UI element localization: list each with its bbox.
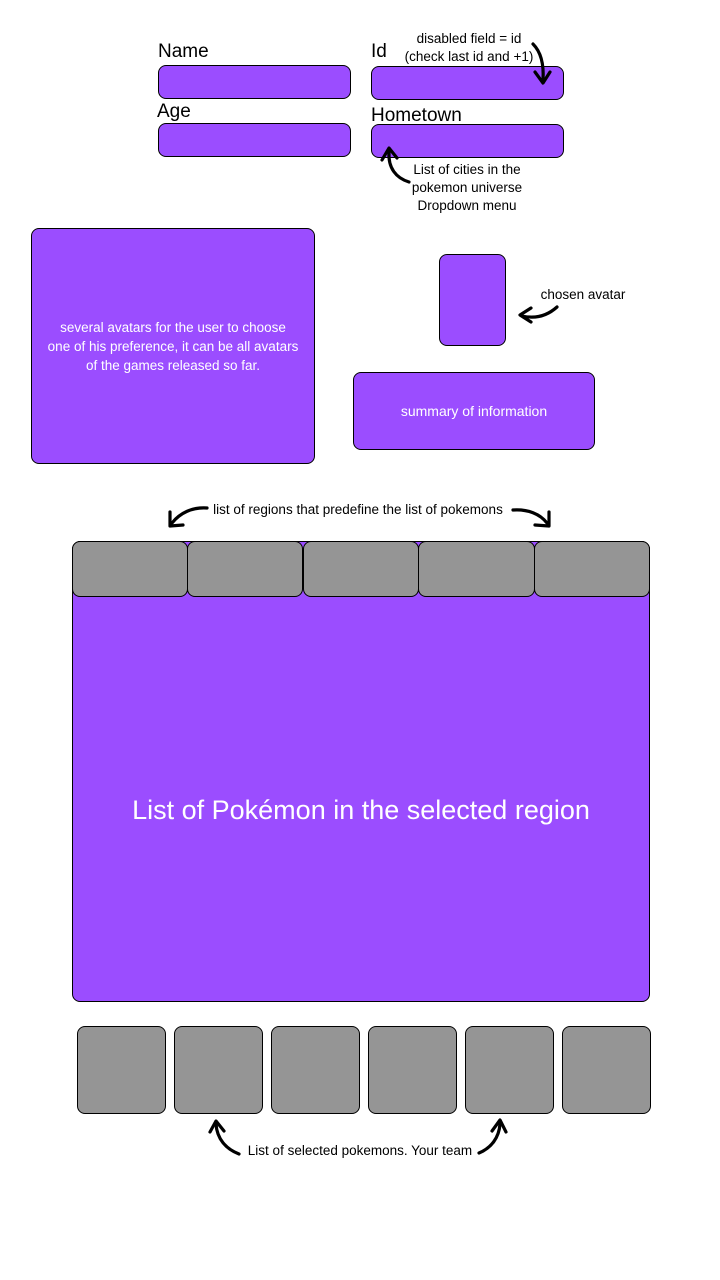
- id-note: disabled field = id (check last id and +…: [396, 30, 542, 66]
- chosen-avatar: [439, 254, 506, 346]
- id-field: [371, 66, 564, 100]
- team-note: List of selected pokemons. Your team: [247, 1143, 473, 1158]
- pokemon-list-label: List of Pokémon in the selected region: [132, 795, 590, 825]
- avatar-picker[interactable]: several avatars for the user to choose o…: [31, 228, 315, 464]
- hometown-note-line: List of cities in the: [413, 162, 521, 177]
- hometown-note-line: pokemon universe: [411, 180, 523, 195]
- avatar-picker-text: of the games released so far.: [85, 357, 261, 373]
- team-slot[interactable]: [271, 1026, 360, 1114]
- hometown-label: Hometown: [371, 105, 462, 126]
- age-label: Age: [157, 101, 191, 122]
- team-slot[interactable]: [77, 1026, 166, 1114]
- team-slot[interactable]: [174, 1026, 263, 1114]
- id-note-line: disabled field = id: [416, 31, 522, 46]
- hometown-note-line: Dropdown menu: [417, 198, 517, 213]
- chosen-avatar-note: chosen avatar: [540, 287, 626, 302]
- region-tab[interactable]: [534, 541, 650, 597]
- team-slot[interactable]: [368, 1026, 457, 1114]
- id-label: Id: [371, 41, 387, 62]
- id-note-line: (check last id and +1): [404, 49, 534, 64]
- age-field[interactable]: [158, 123, 351, 157]
- regions-note: list of regions that predefine the list …: [213, 502, 503, 517]
- hometown-dropdown[interactable]: [371, 124, 564, 158]
- pokemon-list-panel[interactable]: List of Pokémon in the selected region: [72, 541, 650, 1002]
- avatar-picker-text: one of his preference, it can be all ava…: [47, 338, 299, 354]
- region-tab[interactable]: [418, 541, 535, 597]
- hometown-note: List of cities in the pokemon universe D…: [403, 161, 531, 215]
- name-label: Name: [158, 41, 209, 62]
- region-tab[interactable]: [187, 541, 303, 597]
- region-tab[interactable]: [303, 541, 419, 597]
- summary-panel: summary of information: [353, 372, 595, 450]
- region-tab[interactable]: [72, 541, 188, 597]
- name-field[interactable]: [158, 65, 351, 99]
- avatar-picker-text: several avatars for the user to choose: [60, 319, 286, 335]
- team-slot[interactable]: [465, 1026, 554, 1114]
- team-slot[interactable]: [562, 1026, 651, 1114]
